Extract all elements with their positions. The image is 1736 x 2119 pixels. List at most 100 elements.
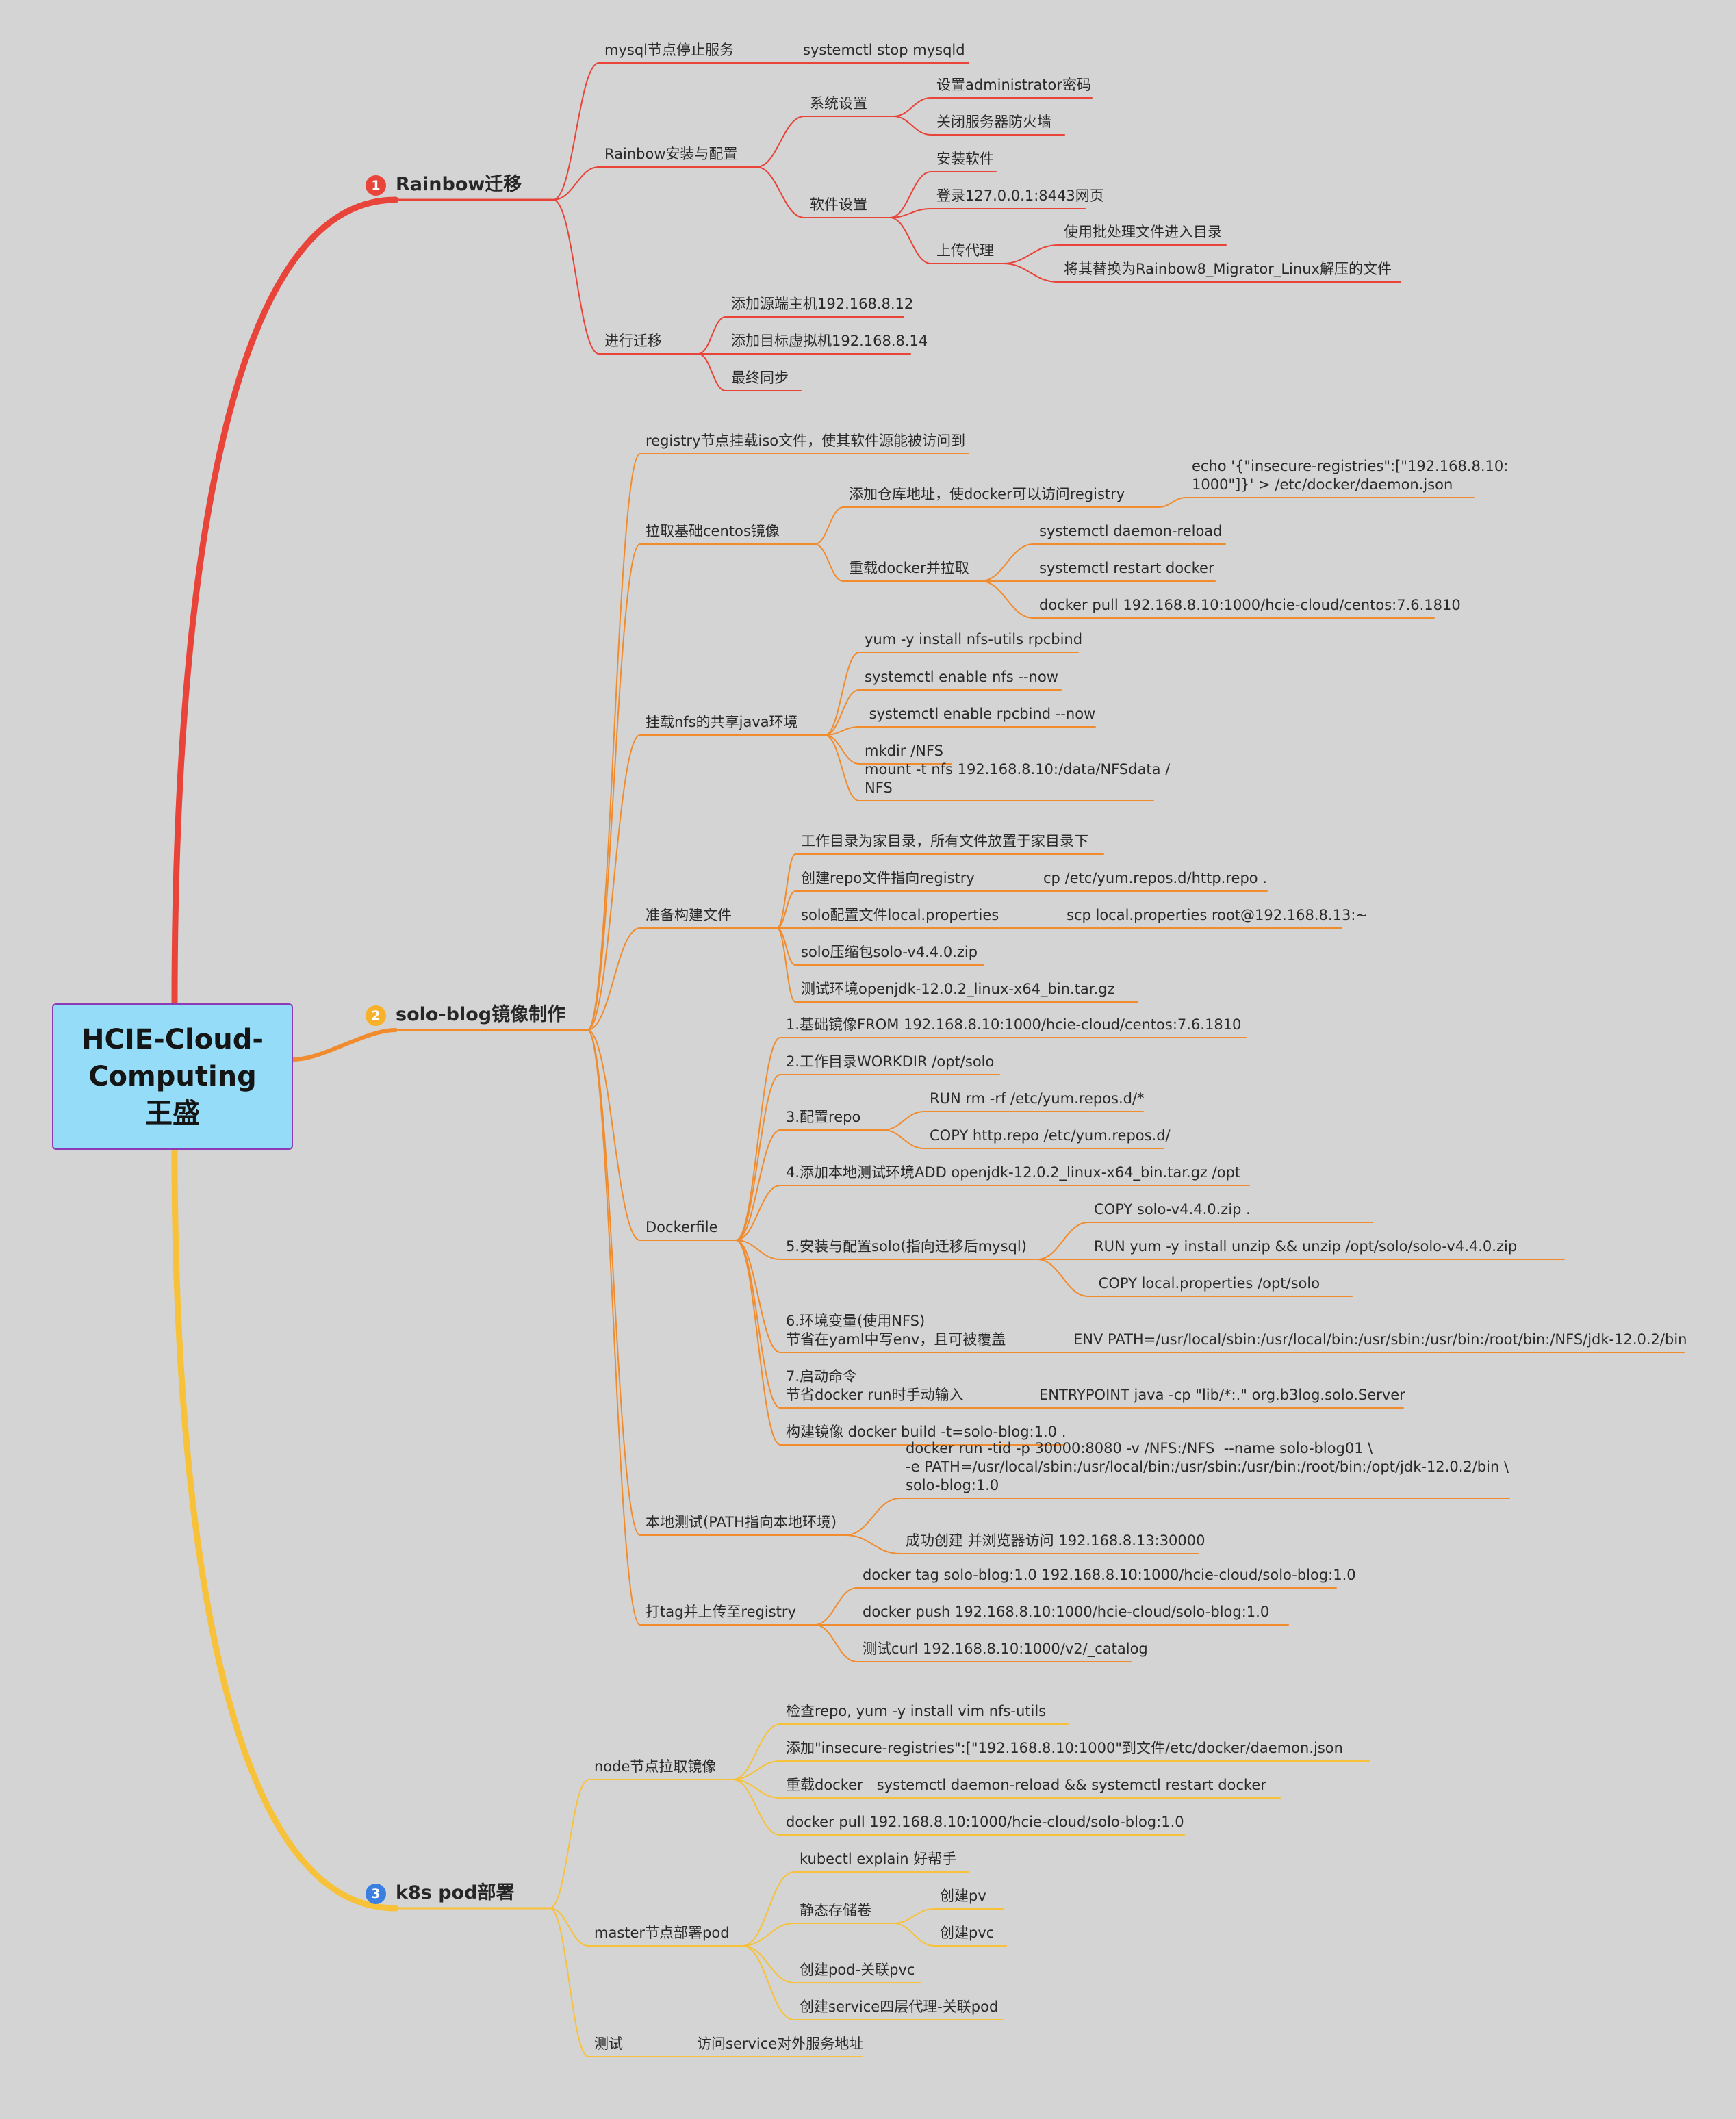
topic[interactable]: mount -t nfs 192.168.8.10:/data/NFSdata … bbox=[865, 761, 1171, 796]
topic[interactable]: 测试 bbox=[594, 2035, 623, 2052]
topic[interactable]: docker pull 192.168.8.10:1000/hcie-cloud… bbox=[1039, 597, 1461, 613]
root-topic[interactable]: HCIE-Cloud- Computing 王盛 bbox=[52, 1003, 293, 1150]
branch-connector bbox=[587, 734, 641, 1031]
topic[interactable]: yum -y install nfs-utils rpcbind bbox=[865, 631, 1083, 647]
topic[interactable]: 创建pv bbox=[940, 1888, 986, 1904]
topic[interactable]: docker pull 192.168.8.10:1000/hcie-cloud… bbox=[786, 1814, 1184, 1830]
topic[interactable]: scp local.properties root@192.168.8.13:~ bbox=[1067, 907, 1368, 923]
branch-connector bbox=[845, 1534, 901, 1554]
topic[interactable]: 测试环境openjdk-12.0.2_linux-x64_bin.tar.gz bbox=[801, 981, 1115, 997]
topic[interactable]: 使用批处理文件进入目录 bbox=[1064, 224, 1222, 240]
topic[interactable]: systemctl enable nfs --now bbox=[865, 669, 1058, 685]
topic[interactable]: 4.添加本地测试环境ADD openjdk-12.0.2_linux-x64_b… bbox=[786, 1164, 1241, 1181]
topic[interactable]: 设置administrator密码 bbox=[936, 77, 1092, 93]
topic[interactable]: 静态存储卷 bbox=[800, 1902, 871, 1918]
topic[interactable]: 2.工作目录WORKDIR /opt/solo bbox=[786, 1053, 995, 1070]
topic[interactable]: 创建service四层代理-关联pod bbox=[800, 1999, 999, 2015]
branch-connector bbox=[893, 1923, 935, 1947]
topic[interactable]: COPY local.properties /opt/solo bbox=[1094, 1275, 1320, 1292]
branch-connector bbox=[980, 543, 1034, 582]
topic[interactable]: 将其替换为Rainbow8_Migrator_Linux解压的文件 bbox=[1064, 261, 1392, 277]
topic[interactable]: 登录127.0.0.1:8443网页 bbox=[936, 188, 1104, 204]
topic[interactable]: 软件设置 bbox=[810, 196, 867, 213]
topic[interactable]: node节点拉取镜像 bbox=[594, 1758, 717, 1775]
topic[interactable]: ENV PATH=/usr/local/sbin:/usr/local/bin:… bbox=[1073, 1331, 1687, 1348]
topic[interactable]: 最终同步 bbox=[731, 370, 789, 386]
topic[interactable]: 添加目标虚拟机192.168.8.14 bbox=[731, 333, 928, 349]
topic[interactable]: 创建pvc bbox=[940, 1925, 995, 1941]
branch-connector bbox=[882, 1111, 925, 1131]
topic[interactable]: cp /etc/yum.repos.d/http.repo . bbox=[1043, 870, 1267, 886]
branch-connector bbox=[735, 1240, 781, 1353]
topic[interactable]: mkdir /NFS bbox=[865, 743, 943, 759]
branch-connector bbox=[756, 116, 805, 168]
branch-connector bbox=[732, 1760, 781, 1780]
topic[interactable]: 创建pod-关联pvc bbox=[800, 1962, 915, 1978]
main-topic[interactable]: solo-blog镜像制作 bbox=[396, 1004, 566, 1025]
topic[interactable]: solo配置文件local.properties bbox=[801, 907, 999, 923]
branch-connector bbox=[587, 453, 641, 1031]
branch-connector bbox=[889, 171, 932, 218]
topic[interactable]: 5.安装与配置solo(指向迁移后mysql) bbox=[786, 1238, 1027, 1255]
topic[interactable]: 拉取基础centos镜像 bbox=[646, 523, 780, 539]
topic[interactable]: docker tag solo-blog:1.0 192.168.8.10:10… bbox=[863, 1567, 1356, 1583]
topic[interactable]: Rainbow安装与配置 bbox=[604, 146, 738, 162]
topic[interactable]: 构建镜像 docker build -t=solo-blog:1.0 . bbox=[786, 1424, 1067, 1440]
topic[interactable]: 重载docker systemctl daemon-reload && syst… bbox=[786, 1777, 1266, 1793]
topic[interactable]: RUN yum -y install unzip && unzip /opt/s… bbox=[1094, 1238, 1518, 1255]
topic[interactable]: 访问service对外服务地址 bbox=[697, 2035, 864, 2052]
priority-badge-icon: 3 bbox=[366, 1884, 386, 1904]
root-title: HCIE-Cloud- Computing 王盛 bbox=[81, 1024, 264, 1129]
topic[interactable]: 添加源端主机192.168.8.12 bbox=[731, 296, 914, 312]
topic[interactable]: 3.配置repo bbox=[786, 1109, 861, 1125]
branch-connector bbox=[587, 1029, 641, 1241]
main-topic[interactable]: k8s pod部署 bbox=[396, 1882, 515, 1903]
topic[interactable]: 进行迁移 bbox=[604, 333, 662, 349]
main-topic[interactable]: Rainbow迁移 bbox=[396, 174, 522, 195]
topic[interactable]: 安装软件 bbox=[936, 151, 994, 167]
branch-connector bbox=[882, 1129, 925, 1149]
topic[interactable]: ENTRYPOINT java -cp "lib/*:." org.b3log.… bbox=[1039, 1387, 1405, 1403]
topic[interactable]: COPY solo-v4.4.0.zip . bbox=[1094, 1201, 1251, 1218]
topic[interactable]: 测试curl 192.168.8.10:1000/v2/_catalog bbox=[863, 1641, 1148, 1657]
topic[interactable]: registry节点挂载iso文件，使其软件源能被访问到 bbox=[646, 433, 966, 449]
topic[interactable]: solo压缩包solo-v4.4.0.zip bbox=[801, 944, 978, 960]
topic[interactable]: 准备构建文件 bbox=[646, 907, 732, 923]
topic[interactable]: 挂载nfs的共享java环境 bbox=[646, 714, 798, 730]
topic[interactable]: 关闭服务器防火墙 bbox=[936, 114, 1051, 130]
topic[interactable]: RUN rm -rf /etc/yum.repos.d/* bbox=[930, 1090, 1145, 1107]
topic[interactable]: 系统设置 bbox=[810, 95, 867, 112]
topic[interactable]: echo '{"insecure-registries":["192.168.8… bbox=[1192, 458, 1509, 493]
topic[interactable]: systemctl enable rpcbind --now bbox=[865, 706, 1096, 722]
topic[interactable]: COPY http.repo /etc/yum.repos.d/ bbox=[930, 1127, 1171, 1144]
branch-connector bbox=[742, 1945, 795, 2020]
topic[interactable]: 成功创建 并浏览器访问 192.168.8.13:30000 bbox=[906, 1532, 1205, 1549]
topic[interactable]: systemctl daemon-reload bbox=[1039, 523, 1223, 539]
branch-connector bbox=[824, 734, 860, 765]
topic[interactable]: 工作目录为家目录，所有文件放置于家目录下 bbox=[801, 833, 1088, 849]
topic[interactable]: 创建repo文件指向registry bbox=[801, 870, 975, 886]
topic[interactable]: 本地测试(PATH指向本地环境) bbox=[646, 1514, 837, 1530]
topic[interactable]: kubectl explain 好帮手 bbox=[800, 1851, 957, 1867]
topic[interactable]: 1.基础镜像FROM 192.168.8.10:1000/hcie-cloud/… bbox=[786, 1016, 1242, 1033]
topic[interactable]: mysql节点停止服务 bbox=[604, 42, 734, 58]
topic[interactable]: 6.环境变量(使用NFS) 节省在yaml中写env，且可被覆盖 bbox=[786, 1313, 1006, 1348]
topic[interactable]: 上传代理 bbox=[936, 242, 994, 259]
branch-connector bbox=[1002, 244, 1059, 264]
topic[interactable]: master节点部署pod bbox=[594, 1925, 730, 1941]
topic[interactable]: 7.启动命令 节省docker run时手动输入 bbox=[786, 1368, 964, 1403]
branch-connector bbox=[698, 316, 726, 355]
topic[interactable]: Dockerfile bbox=[646, 1219, 718, 1235]
topic[interactable]: systemctl restart docker bbox=[1039, 560, 1214, 576]
topic[interactable]: 打tag并上传至registry bbox=[646, 1604, 796, 1620]
topic[interactable]: 检查repo, yum -y install vim nfs-utils bbox=[786, 1703, 1047, 1719]
branch-connector bbox=[814, 1624, 858, 1662]
topic[interactable]: 添加仓库地址，使docker可以访问registry bbox=[849, 486, 1125, 502]
topic[interactable]: 添加"insecure-registries":["192.168.8.10:1… bbox=[786, 1740, 1343, 1756]
topic[interactable]: 重载docker并拉取 bbox=[849, 560, 969, 576]
topic[interactable]: docker run -tid -p 30000:8080 -v /NFS:/N… bbox=[906, 1440, 1509, 1493]
branch-connector bbox=[735, 1240, 781, 1409]
topic[interactable]: docker push 192.168.8.10:1000/hcie-cloud… bbox=[863, 1604, 1270, 1620]
topic[interactable]: systemctl stop mysqld bbox=[803, 42, 965, 58]
